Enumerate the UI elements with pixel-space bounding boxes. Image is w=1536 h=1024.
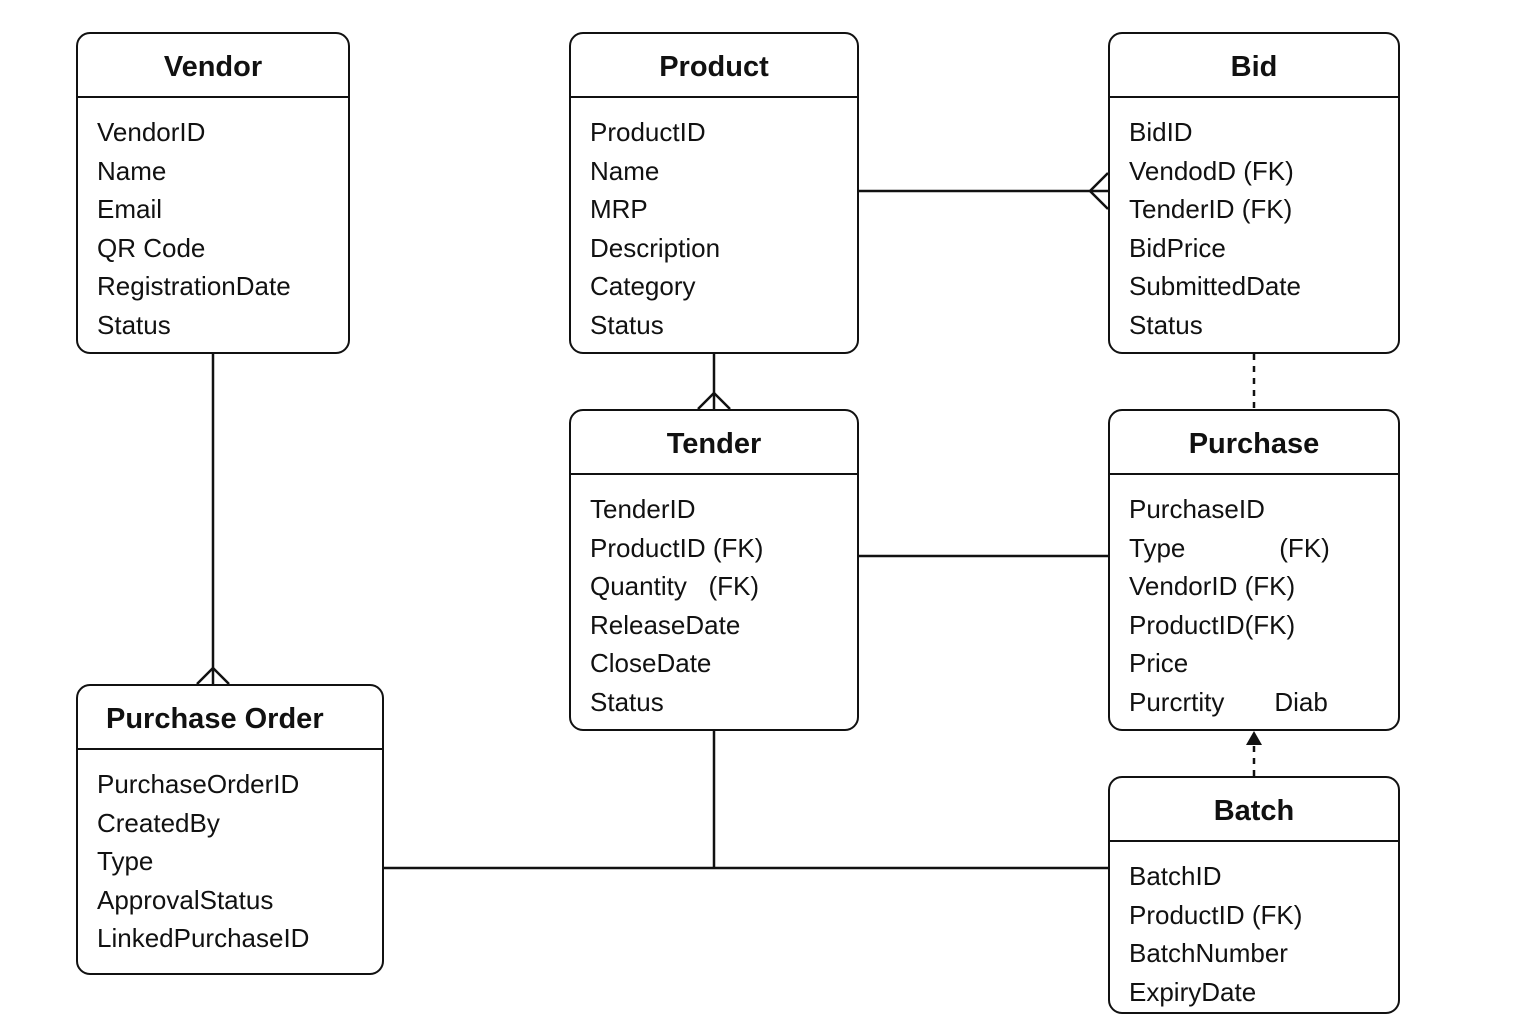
tender-attribute: Status xyxy=(590,686,664,717)
product-attribute: Name xyxy=(590,155,660,186)
batch-attribute: BatchNumber xyxy=(1129,938,1288,968)
product-attribute: ProductID xyxy=(590,117,706,147)
purchase-order-attribute: PurchaseOrderID xyxy=(97,769,300,799)
purchase-attribute: Type (FK) xyxy=(1129,532,1330,563)
tender-attribute: ReleaseDate xyxy=(590,609,741,640)
batch-entity-title: Batch xyxy=(1110,778,1398,842)
purchase-order-attribute: Type xyxy=(97,846,154,876)
purchase-order-attribute: ApprovalStatus xyxy=(97,884,274,915)
purchase-attribute-note: Diab xyxy=(1274,686,1328,717)
purchase-attribute: Purcrtity xyxy=(1129,686,1225,717)
purchase-entity-title: Purchase xyxy=(1110,411,1398,475)
vendor-attribute-list: VendorID Name Email QR Code Registration… xyxy=(78,98,348,344)
purchase-attribute: VendorID (FK) xyxy=(1129,571,1296,601)
vendor-attribute: Email xyxy=(97,194,163,224)
product-attribute: Status xyxy=(590,309,664,340)
bid-crow-foot xyxy=(1088,172,1109,210)
product-attribute: Category xyxy=(590,271,696,301)
vendor-attribute: Status xyxy=(97,309,171,340)
batch-arrow-head xyxy=(1246,731,1262,745)
purchase-attribute-row: Purcrtity Diab xyxy=(1129,683,1398,722)
bid-attribute: SubmittedDate xyxy=(1129,271,1301,301)
batch-attribute: ExpiryDate xyxy=(1129,976,1257,1007)
bid-entity[interactable]: Bid BidID VendodD (FK) TenderID (FK) Bid… xyxy=(1108,32,1400,354)
purchase-order-entity[interactable]: Purchase Order PurchaseOrderID CreatedBy… xyxy=(76,684,384,975)
product-attribute: Description xyxy=(590,232,721,263)
bid-attribute-list: BidID VendodD (FK) TenderID (FK) BidPric… xyxy=(1110,98,1398,344)
batch-attribute: ProductID (FK) xyxy=(1129,899,1303,930)
tender-attribute: CloseDate xyxy=(590,648,712,678)
tender-entity[interactable]: Tender TenderID ProductID (FK) Quantity … xyxy=(569,409,859,731)
vendor-attribute: QR Code xyxy=(97,232,206,263)
purchase-entity[interactable]: Purchase PurchaseID Type (FK) VendorID (… xyxy=(1108,409,1400,731)
vendor-attribute: Name xyxy=(97,155,167,186)
purchase-order-attribute-list: PurchaseOrderID CreatedBy Type ApprovalS… xyxy=(78,750,382,958)
product-entity[interactable]: Product ProductID Name MRP Description C… xyxy=(569,32,859,354)
tender-entity-title: Tender xyxy=(571,411,857,475)
batch-entity[interactable]: Batch BatchID ProductID (FK) BatchNumber… xyxy=(1108,776,1400,1014)
tender-crow-foot xyxy=(697,391,731,410)
bid-attribute: BidPrice xyxy=(1129,232,1226,263)
bid-attribute: BidID xyxy=(1129,117,1193,147)
purchase-attribute: ProductID(FK) xyxy=(1129,609,1296,640)
bid-attribute: TenderID (FK) xyxy=(1129,194,1293,224)
purchase-attribute: PurchaseID xyxy=(1129,494,1265,524)
tender-attribute: TenderID xyxy=(590,494,696,524)
bid-attribute: Status xyxy=(1129,309,1203,340)
product-attribute: MRP xyxy=(590,194,648,224)
purchase-order-attribute: LinkedPurchaseID xyxy=(97,923,310,953)
purchase-attribute-list: PurchaseID Type (FK) VendorID (FK) Produ… xyxy=(1110,475,1398,721)
tender-attribute: ProductID (FK) xyxy=(590,532,764,563)
vendor-entity[interactable]: Vendor VendorID Name Email QR Code Regis… xyxy=(76,32,350,354)
batch-attribute-list: BatchID ProductID (FK) BatchNumber Expir… xyxy=(1110,842,1398,1011)
batch-attribute: BatchID xyxy=(1129,861,1222,891)
vendor-attribute: RegistrationDate xyxy=(97,271,291,301)
product-entity-title: Product xyxy=(571,34,857,98)
bid-entity-title: Bid xyxy=(1110,34,1398,98)
purchase-order-attribute: CreatedBy xyxy=(97,807,220,838)
bid-attribute: VendodD (FK) xyxy=(1129,155,1294,186)
vendor-entity-title: Vendor xyxy=(78,34,348,98)
purchase-attribute: Price xyxy=(1129,648,1189,678)
tender-attribute-list: TenderID ProductID (FK) Quantity (FK) Re… xyxy=(571,475,857,721)
purchase-order-crow-foot xyxy=(196,666,230,685)
product-attribute-list: ProductID Name MRP Description Category … xyxy=(571,98,857,344)
tender-attribute: Quantity (FK) xyxy=(590,571,760,601)
purchase-order-entity-title: Purchase Order xyxy=(78,686,382,750)
vendor-attribute: VendorID xyxy=(97,117,206,147)
